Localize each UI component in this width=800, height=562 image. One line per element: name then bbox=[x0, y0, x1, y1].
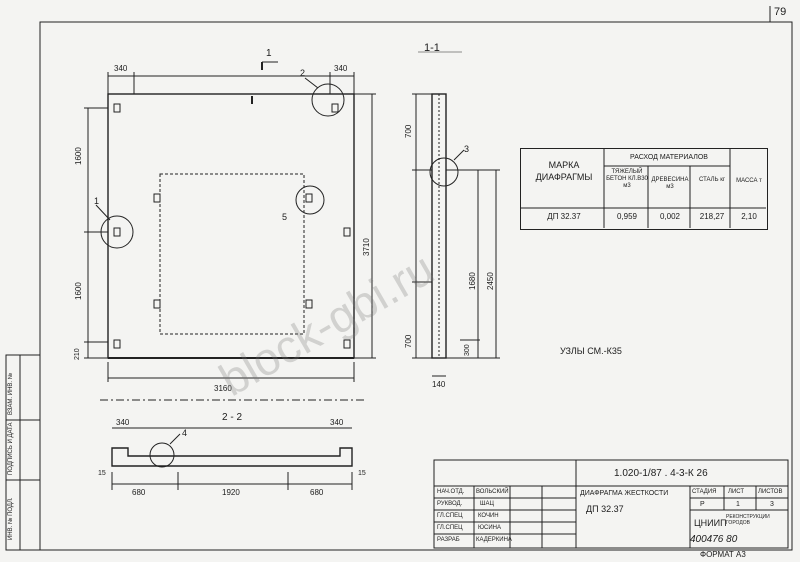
callout-5: 5 bbox=[282, 212, 288, 222]
section-2-2-label: 2 - 2 bbox=[222, 412, 243, 423]
sheets-value: 3 bbox=[770, 501, 774, 508]
callout-circle-3 bbox=[429, 157, 459, 187]
dim-s2-right: 340 bbox=[330, 418, 344, 427]
sheets-label: ЛИСТОВ bbox=[758, 489, 783, 495]
callout-circle-4 bbox=[149, 442, 175, 468]
name-3: ЮСИНА bbox=[478, 525, 501, 531]
dim-bottom-width: 3160 bbox=[214, 384, 232, 393]
dim-s2-c: 680 bbox=[310, 488, 324, 497]
dim-side-mid: 1680 bbox=[468, 272, 477, 290]
dim-side-bottom-a: 700 bbox=[404, 334, 413, 348]
front-view bbox=[84, 61, 376, 382]
sheet-frame bbox=[39, 21, 793, 551]
stamp-inv: ИНВ. № ПОДЛ. bbox=[8, 497, 14, 540]
role-2: ГЛ.СПЕЦ bbox=[437, 513, 463, 519]
materials-table-lines bbox=[520, 148, 766, 228]
dim-s2-h1: 15 bbox=[98, 470, 106, 477]
dim-left-bottom: 210 bbox=[74, 348, 81, 360]
title-block-lines bbox=[433, 459, 789, 549]
title-block: 1.020-1/87 . 4-3-К 26 ДИАФРАГМА ЖЕСТКОСТ… bbox=[434, 460, 788, 548]
callout-3: 3 bbox=[464, 144, 470, 154]
table-cell-mass: 2,10 bbox=[741, 212, 757, 221]
page-number: 79 bbox=[774, 6, 787, 18]
callout-circle-2 bbox=[311, 83, 345, 117]
table-cell-concrete: 0,959 bbox=[616, 212, 638, 221]
table-header-mass: МАССА т bbox=[736, 178, 762, 184]
callout-circle-1 bbox=[100, 215, 134, 249]
role-1: РУКВОД. bbox=[437, 501, 463, 507]
title-name: ДИАФРАГМА ЖЕСТКОСТИ bbox=[580, 490, 669, 497]
sheet-label: ЛИСТ bbox=[728, 489, 745, 495]
title-mark: ДП 32.37 bbox=[586, 504, 624, 514]
dim-right-total: 3710 bbox=[362, 238, 371, 256]
table-header-mark: МАРКА ДИАФРАГМЫ bbox=[535, 160, 593, 182]
dim-s2-a: 680 bbox=[132, 488, 146, 497]
dim-left-lower: 1600 bbox=[74, 282, 83, 300]
role-3: ГЛ.СПЕЦ bbox=[437, 525, 463, 531]
callout-1: 1 bbox=[94, 196, 100, 206]
archive-number: 400476 80 bbox=[690, 534, 738, 545]
callout-circle-5 bbox=[295, 185, 325, 215]
section-2-2-view bbox=[100, 399, 364, 490]
role-4: РАЗРАБ bbox=[437, 537, 460, 543]
table-header-wood: ДРЕВЕСИНА м3 bbox=[651, 177, 689, 190]
dim-s2-left: 340 bbox=[116, 418, 130, 427]
stamp-sign: ПОДПИСЬ И ДАТА bbox=[8, 422, 14, 475]
dim-s2-h2: 15 bbox=[358, 470, 366, 477]
nodes-note: УЗЛЫ СМ.-К35 bbox=[560, 346, 622, 356]
table-header-group: РАСХОД МАТЕРИАЛОВ bbox=[630, 154, 708, 161]
stage-value: Р bbox=[700, 501, 705, 508]
table-cell-steel: 218,27 bbox=[699, 212, 725, 221]
dim-top-right: 340 bbox=[334, 64, 348, 73]
name-2: КОЧИН bbox=[478, 513, 499, 519]
side-stamp-box bbox=[5, 354, 41, 551]
org-sub: РЕКОНСТРУКЦИИ ГОРОДОВ bbox=[726, 514, 770, 526]
title-code: 1.020-1/87 . 4-3-К 26 bbox=[614, 468, 708, 479]
org-name: ЦНИИП bbox=[694, 518, 727, 528]
name-4: КАДЕРКИНА bbox=[476, 537, 512, 543]
sheet-value: 1 bbox=[736, 501, 740, 508]
cut-mark-label: 1 bbox=[266, 48, 272, 59]
section-1-1-label: 1-1 bbox=[424, 42, 440, 54]
table-header-concrete: ТЯЖЕЛЫЙ БЕТОН КЛ.В30 м3 bbox=[606, 169, 648, 189]
name-0: ВОЛЬСКИЙ bbox=[476, 489, 509, 495]
name-1: ШАЦ bbox=[480, 501, 494, 507]
dim-top-left: 340 bbox=[114, 64, 128, 73]
table-cell-wood: 0,002 bbox=[659, 212, 681, 221]
dim-left-upper: 1600 bbox=[74, 147, 83, 165]
callout-2: 2 bbox=[300, 68, 306, 78]
dim-side-top: 700 bbox=[404, 124, 413, 138]
dim-side-total: 2450 bbox=[486, 272, 495, 290]
role-0: НАЧ.ОТД. bbox=[437, 489, 465, 495]
table-header-steel: СТАЛЬ кг bbox=[698, 177, 726, 183]
format-label: ФОРМАТ А3 bbox=[700, 550, 746, 559]
stage-label: СТАДИЯ bbox=[692, 489, 717, 495]
stamp-replace: ВЗАМ. ИНВ. № bbox=[8, 372, 14, 415]
section-1-1-view bbox=[412, 51, 500, 377]
table-cell-mark: ДП 32.37 bbox=[547, 212, 581, 221]
dim-side-width: 140 bbox=[432, 380, 446, 389]
dim-side-bottom-b: 300 bbox=[464, 344, 471, 356]
materials-table: МАРКА ДИАФРАГМЫ РАСХОД МАТЕРИАЛОВ ТЯЖЕЛЫ… bbox=[520, 148, 768, 230]
callout-4: 4 bbox=[182, 428, 188, 438]
dim-s2-b: 1920 bbox=[222, 488, 240, 497]
